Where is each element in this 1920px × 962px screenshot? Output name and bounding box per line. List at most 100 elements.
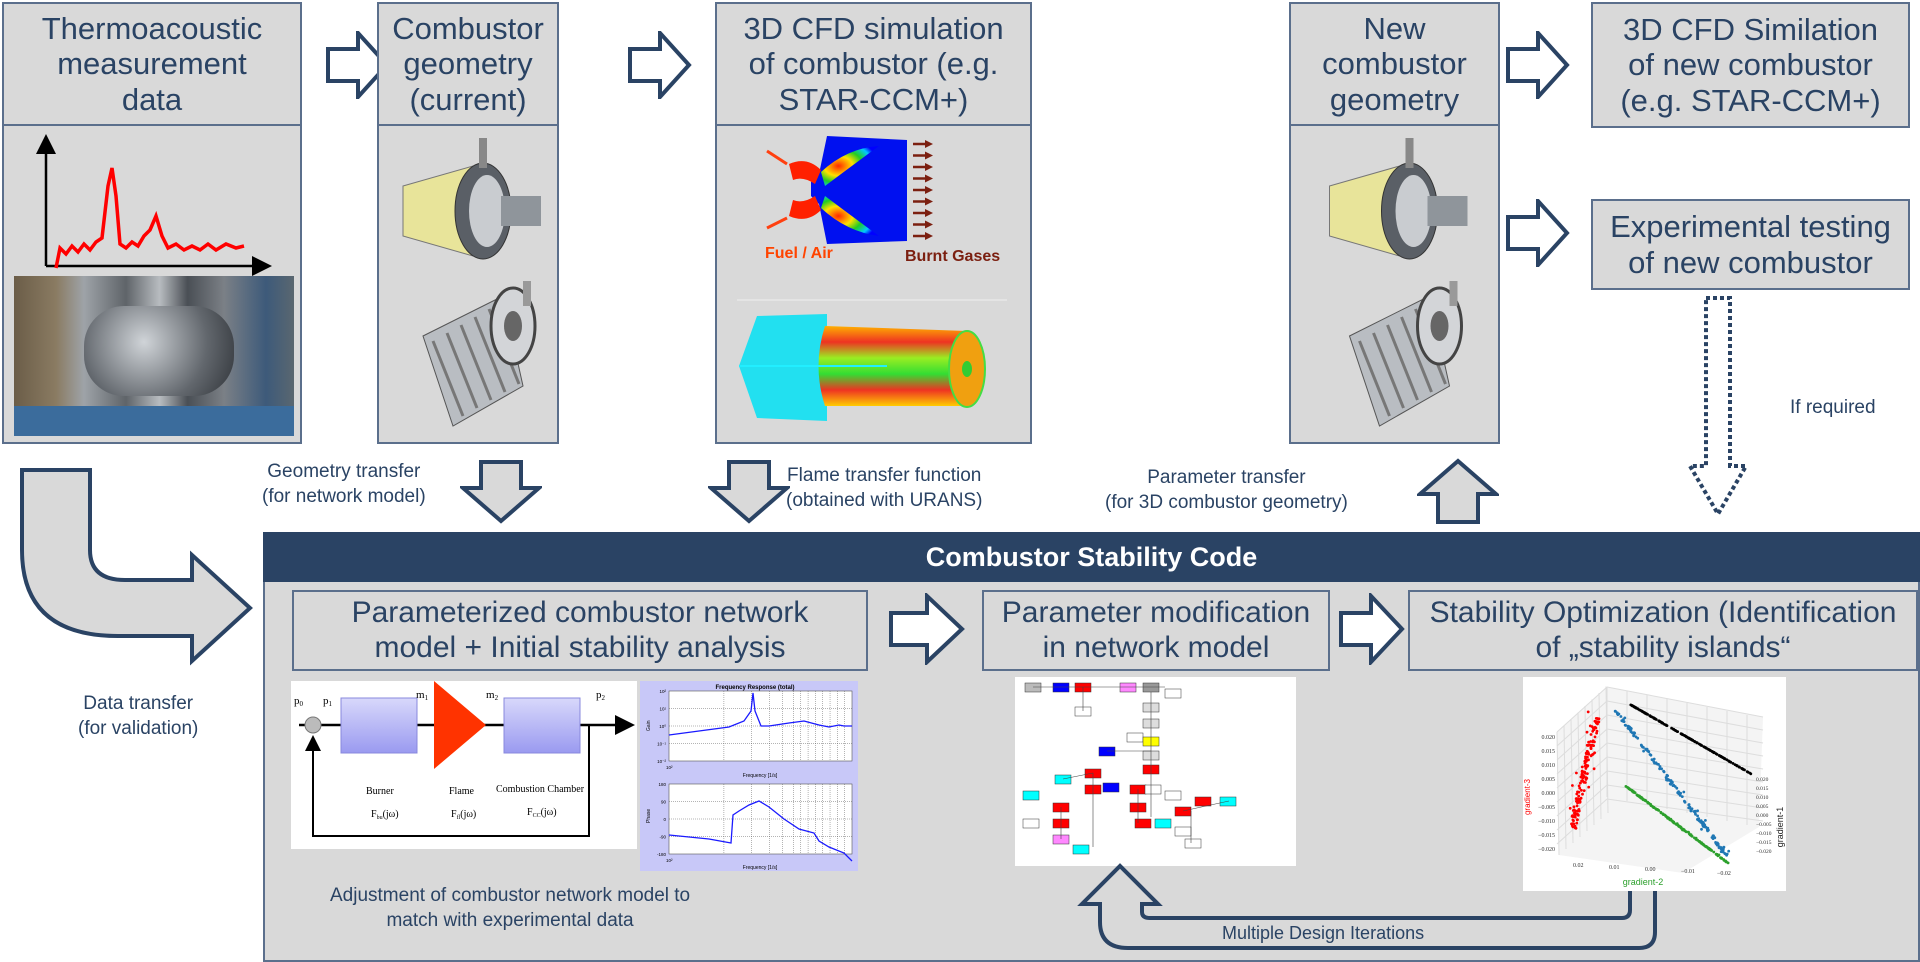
scatter-point [1572,805,1576,809]
scatter-point [1748,771,1752,775]
phase-tick: 180 [658,782,666,787]
y-tick: 0.000 [1756,813,1769,819]
scatter-point [1666,774,1669,778]
data-transfer-label: Data transfer (for validation) [78,693,199,739]
scatter-point [1696,814,1699,818]
scatter-point [1687,832,1691,836]
arrow-down-geometry [460,460,542,524]
scatter-point [1586,710,1590,714]
network-element [1142,682,1160,693]
scatter-point [1682,790,1686,794]
combustor-liner [422,281,537,427]
design-iterations-label: Multiple Design Iterations [1222,923,1425,943]
scatter-point [1653,761,1656,765]
frequency-response-plot: Frequency Response (total) Gain Phase Fr… [640,681,858,871]
dotted-down-arrow [1686,296,1750,518]
y-tick: 0.010 [1756,795,1769,801]
2d-flame-contour [766,136,907,244]
scatter-point [1583,770,1586,774]
gain-xlabel: Frequency [1/s] [743,773,778,779]
scatter-point [1572,822,1576,826]
phase-x-tick: 10² [666,858,673,863]
z-tick: −0.020 [1538,847,1555,853]
scatter-point [1645,712,1648,716]
z-tick: −0.005 [1538,805,1555,811]
scatter-point [1688,805,1692,809]
network-element [1024,682,1042,693]
arrow-right-experimental [1506,199,1570,267]
scatter-point [1735,764,1739,768]
scatter-point [1664,815,1668,818]
scatter-point [1589,746,1593,750]
network-element [1154,818,1172,829]
scatter-point [1658,765,1662,768]
burner-block [340,697,418,754]
scatter-point [1704,819,1707,822]
scatter-point [1624,724,1628,727]
scatter-point [1595,731,1598,735]
gain-tick: 10⁻¹ [657,742,666,747]
scatter-point [1640,710,1644,713]
network-element [1098,746,1116,757]
chamber-transfer-fn: FCC(jω) [527,807,557,819]
scatter-point [1574,826,1578,830]
scatter-point [1648,753,1652,756]
network-element [1054,774,1072,785]
network-element [1119,682,1137,693]
scatter-point [1697,817,1701,821]
x-tick: −0.01 [1681,869,1695,875]
scatter-point [1715,852,1718,856]
geometry-transfer-label: Geometry transfer (for network model) [262,461,426,507]
z-tick: −0.015 [1538,833,1555,839]
scatter-point [1731,762,1735,765]
freq-title: Frequency Response (total) [715,685,794,691]
scatter-point [1687,803,1691,806]
scatter-point [1597,717,1601,721]
scatter-point [1573,811,1576,815]
gain-tick: 10⁰ [659,724,666,729]
scatter-point [1580,765,1584,769]
geometry-current-panel [377,124,559,444]
scatter-point [1586,764,1590,768]
scatter-point [1660,767,1663,771]
scatter-point [1707,846,1711,850]
scatter-point [1664,776,1668,780]
arrow-right-cfd-new [1506,31,1570,99]
flame-block [434,681,486,769]
scatter-point [1592,744,1595,747]
design-iterations-loop-arrow [1077,863,1657,950]
scatter-point [1714,841,1717,844]
cfd-renderings: Fuel / Air Burnt Gases [737,136,1007,421]
network-model-box: Parameterized combustor network model + … [292,590,868,671]
scatter-point [1568,806,1572,810]
scatter-point [1586,755,1589,759]
scatter-point [1644,799,1647,802]
if-required-label: If required [1790,397,1876,418]
combustor-cutaway [1329,138,1468,260]
scatter-point [1577,784,1581,788]
scatter-point [1672,727,1675,731]
scatter-point [1661,721,1665,725]
gain-tick: 10² [659,689,666,694]
scatter-point [1594,726,1598,730]
gain-curve [668,692,852,736]
scatter-point [1717,754,1721,757]
scatter-point [1720,755,1724,759]
scatter-point [1704,845,1707,848]
scatter-point [1571,809,1575,812]
network-element [1126,732,1144,743]
scatter-point [1697,840,1701,843]
m2-label: m2 [486,689,499,702]
y-tick: −0.015 [1756,840,1772,846]
z-tick: 0.000 [1542,791,1556,797]
scatter-point [1725,758,1729,762]
scatter-point [1591,729,1595,733]
scatter-point [1584,776,1588,780]
scatter-point [1592,727,1595,731]
arrow-up-parameter [1417,458,1499,524]
scatter-point [1651,805,1655,809]
network-element [1174,826,1192,837]
scatter-point [1645,747,1649,751]
network-element [1164,688,1182,699]
z-tick: 0.010 [1542,763,1556,769]
